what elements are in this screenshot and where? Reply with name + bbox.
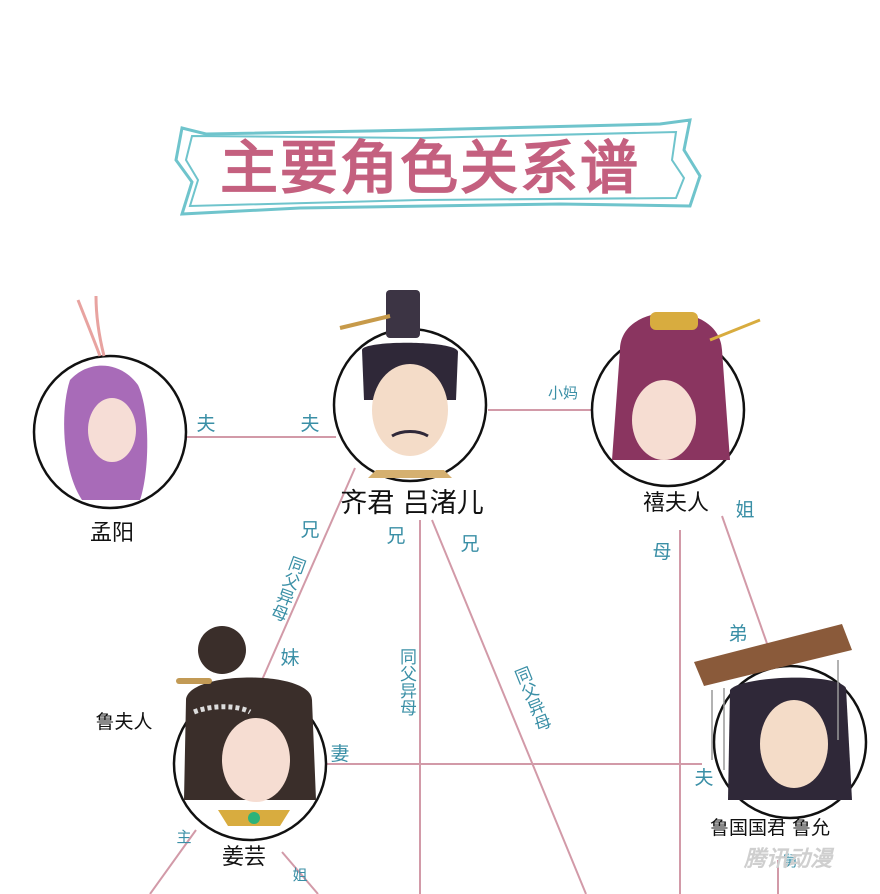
relation-xiong-3: 兄 <box>460 533 479 555</box>
portrait-xifuren <box>590 312 761 488</box>
link-xifuren-luguojun <box>721 515 771 653</box>
title-frame-outer <box>174 118 702 216</box>
name-qijun: 齐君 吕渚儿 <box>340 488 484 519</box>
feather-ornament <box>76 299 102 357</box>
crown-board-shape <box>694 624 852 686</box>
crown-shape <box>386 290 420 338</box>
hair-bun-shape <box>198 626 246 674</box>
portrait-luguojun <box>694 624 868 820</box>
gem-ornament <box>248 812 260 824</box>
link-jiangyun-right <box>281 851 319 894</box>
name-mengyang: 孟阳 <box>90 521 134 546</box>
portrait-jiangyun <box>172 626 328 842</box>
watermark-logo: 腾讯动漫 <box>743 847 835 872</box>
feather-ornament <box>94 295 106 357</box>
relation-di: 弟 <box>728 623 747 645</box>
page-title: 主要角色关系谱 <box>220 134 640 202</box>
face-shape <box>222 718 290 802</box>
portrait-qijun <box>332 290 488 483</box>
link-qijun-diagonal <box>431 519 587 894</box>
relation-fu-left: 夫 <box>196 413 215 435</box>
hairpin-ornament <box>339 314 391 330</box>
relation-xiong-2: 兄 <box>386 525 405 547</box>
relation-qi: 妻 <box>330 743 349 765</box>
collar-shape <box>368 470 452 478</box>
relation-jiu: 舅 <box>782 852 797 870</box>
link-qijun-jiangyun <box>261 467 356 681</box>
title-frame-inner <box>184 130 686 208</box>
connection-lines <box>149 409 779 894</box>
hairpin-ornament <box>176 678 212 684</box>
name-jiangyun: 姜芸 <box>222 845 266 870</box>
relation-zhu: 主 <box>176 828 191 846</box>
face-shape <box>88 398 136 462</box>
relation-tongfu-2: 同父异母 <box>396 648 417 717</box>
face-shape <box>372 364 448 456</box>
relation-mu: 母 <box>652 541 671 563</box>
relation-xiaoma: 小妈 <box>548 384 578 402</box>
face-shape <box>632 380 696 460</box>
portrait-mengyang <box>32 295 188 510</box>
face-shape <box>760 700 828 788</box>
hairpin-ornament <box>709 318 761 342</box>
relation-fu-lu: 夫 <box>694 767 713 789</box>
relation-xiong-1: 兄 <box>300 519 319 541</box>
name-lufuren: 鲁夫人 <box>95 711 152 733</box>
hair-ornament <box>650 312 698 330</box>
relation-mei: 妹 <box>280 647 299 669</box>
relation-jie-xi: 姐 <box>735 499 754 521</box>
name-xifuren: 禧夫人 <box>643 491 709 516</box>
link-jiangyun-left <box>149 829 197 894</box>
name-luguojun: 鲁国国君 鲁允 <box>710 817 830 839</box>
relation-fu-right: 夫 <box>300 413 319 435</box>
title-frame: 主要角色关系谱 <box>174 118 702 216</box>
mustache-shape <box>391 430 429 438</box>
relation-jie-jiang: 姐 <box>292 866 307 884</box>
